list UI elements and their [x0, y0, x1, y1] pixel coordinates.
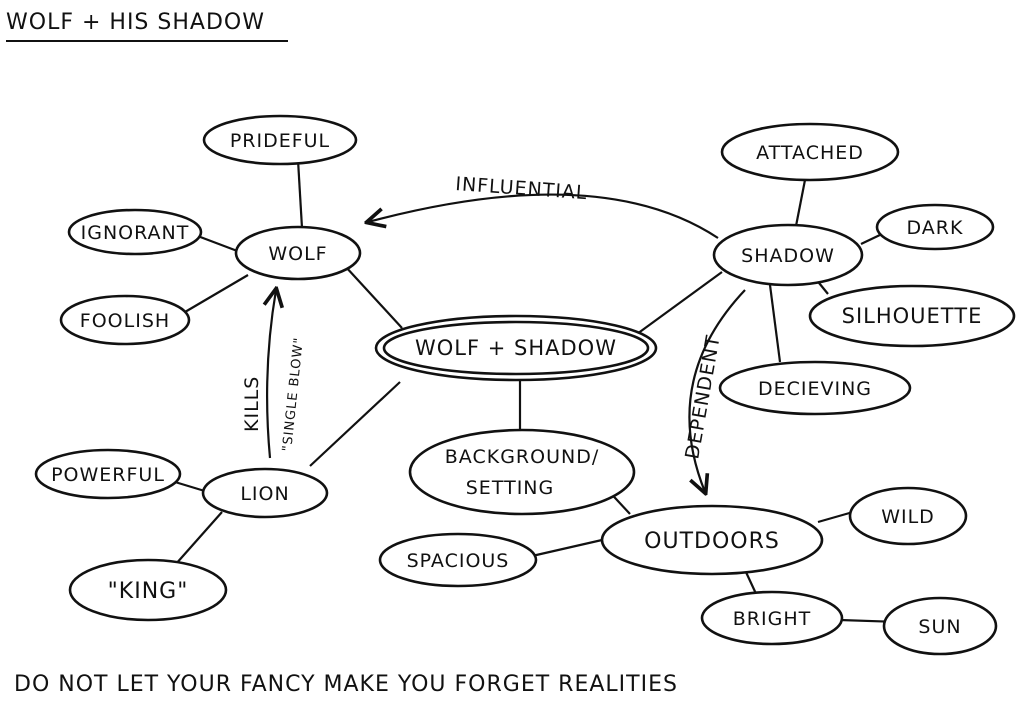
- edge-attached-shadow: [794, 179, 807, 227]
- node-ignorant-label: IGNORANT: [81, 222, 190, 244]
- node-decieving[interactable]: DECIEVING: [718, 360, 912, 416]
- node-bright[interactable]: BRIGHT: [700, 590, 844, 646]
- node-king[interactable]: "KING": [68, 558, 228, 622]
- node-king-label: "KING": [108, 579, 189, 604]
- node-attached[interactable]: ATTACHED: [720, 122, 900, 182]
- connector-lines: [174, 159, 901, 624]
- node-lion[interactable]: LION: [201, 467, 329, 519]
- node-center-label: WOLF + SHADOW: [415, 336, 617, 360]
- edge-wolf-center: [344, 265, 403, 329]
- node-shadow[interactable]: SHADOW: [712, 223, 864, 287]
- node-outdoors[interactable]: OUTDOORS: [600, 504, 824, 576]
- node-prideful-label: PRIDEFUL: [230, 130, 330, 152]
- edge-label-kills: KILLS: [241, 376, 263, 432]
- edge-decieving-shadow: [768, 284, 782, 363]
- node-spacious[interactable]: SPACIOUS: [378, 532, 538, 588]
- node-lion-label: LION: [240, 483, 289, 505]
- node-wild[interactable]: WILD: [848, 486, 968, 546]
- arrow-dependent: [688, 289, 746, 492]
- edge-center-lion: [309, 381, 401, 467]
- edge-spacious-outdoors: [531, 538, 603, 558]
- node-attached-label: ATTACHED: [756, 142, 864, 164]
- edge-dark-shadow: [860, 233, 883, 245]
- node-dark[interactable]: DARK: [875, 203, 995, 251]
- node-foolish-label: FOOLISH: [80, 310, 170, 332]
- node-ignorant[interactable]: IGNORANT: [67, 208, 203, 256]
- edge-foolish-wolf: [184, 274, 249, 313]
- node-silhouette[interactable]: SILHOUETTE: [808, 284, 1016, 348]
- node-wild-label: WILD: [881, 506, 935, 528]
- node-powerful[interactable]: POWERFUL: [34, 448, 182, 500]
- node-spacious-label: SPACIOUS: [407, 550, 510, 572]
- node-dark-label: DARK: [907, 217, 964, 239]
- edge-ignorant-wolf: [194, 233, 241, 254]
- edge-king-lion: [174, 511, 223, 566]
- node-foolish[interactable]: FOOLISH: [59, 294, 191, 346]
- node-sun[interactable]: SUN: [882, 596, 998, 656]
- arrow-kills: [267, 290, 276, 459]
- node-decieving-label: DECIEVING: [758, 378, 872, 400]
- footer-caption: DO NOT LET YOUR FANCY MAKE YOU FORGET RE…: [14, 672, 678, 697]
- node-silhouette-label: SILHOUETTE: [842, 304, 983, 328]
- node-shadow-label: SHADOW: [741, 245, 835, 267]
- edge-center-shadow: [636, 271, 723, 335]
- page-title: WOLF + HIS SHADOW: [6, 10, 265, 35]
- edge-prideful-wolf: [296, 159, 304, 229]
- node-wolf-label: WOLF: [268, 243, 327, 265]
- node-prideful[interactable]: PRIDEFUL: [202, 114, 358, 166]
- arrow-influential: [368, 193, 719, 239]
- node-background-label-line2: SETTING: [466, 477, 554, 499]
- edge-label-dependent: DEPENDENT: [681, 333, 725, 461]
- node-background-label-line1: BACKGROUND/: [445, 446, 599, 468]
- node-wolf[interactable]: WOLF: [234, 225, 362, 281]
- node-sun-label: SUN: [918, 616, 961, 638]
- node-powerful-label: POWERFUL: [51, 464, 165, 486]
- edge-label-single-blow: "SINGLE BLOW": [280, 336, 307, 452]
- node-bright-label: BRIGHT: [733, 608, 811, 630]
- node-outdoors-label: OUTDOORS: [644, 529, 780, 554]
- title-underline: [6, 40, 288, 42]
- node-center[interactable]: WOLF + SHADOW: [374, 314, 658, 382]
- node-background-setting[interactable]: BACKGROUND/ SETTING: [408, 428, 636, 516]
